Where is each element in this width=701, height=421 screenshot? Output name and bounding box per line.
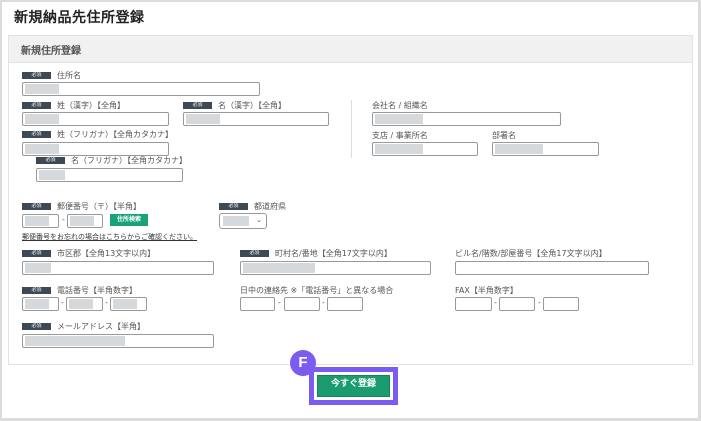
separator: - [278,298,281,307]
last-name-kanji-label: 必須姓（漢字）【全角】 [22,101,125,111]
fax-label: FAX【半角数字】 [455,286,518,295]
postal-code-input-2[interactable] [67,214,103,228]
phone-input-1[interactable] [22,297,59,311]
phone-label: 必須電話番号【半角数字】 [22,286,137,296]
first-name-kanji-input[interactable] [183,112,329,126]
city-input[interactable] [22,261,214,275]
required-tag: 必須 [183,102,212,109]
department-label: 部署名 [492,131,516,140]
register-now-button[interactable]: 今すぐ登録 [317,375,390,397]
postal-forgot-link[interactable]: 郵便番号をお忘れの場合はこちらからご確認ください。 [22,233,197,241]
required-tag: 必須 [36,157,65,164]
department-input[interactable] [492,142,599,156]
daytime-contact-input-3[interactable] [327,297,363,311]
postal-code-input-1[interactable] [22,214,59,228]
email-label: 必須メールアドレス【半角】 [22,322,145,332]
annotation-badge: F [290,350,316,376]
branch-input[interactable] [372,142,478,156]
address-search-button[interactable]: 住所検索 [110,214,148,226]
address-name-label: 必須住所名 [22,71,81,81]
daytime-contact-input-1[interactable] [240,297,275,311]
prefecture-select[interactable]: ⌄ [219,213,267,229]
city-label: 必須市区郡【全角13文字以内】 [22,249,155,259]
required-tag: 必須 [22,323,51,330]
phone-input-2[interactable] [66,297,103,311]
required-tag: 必須 [22,203,51,210]
email-input[interactable] [22,334,214,348]
branch-label: 支店 / 事業所名 [372,131,428,140]
required-tag: 必須 [22,287,51,294]
company-input[interactable] [372,112,561,126]
building-label: ビル名/階数/部屋番号【全角17文字以内】 [455,249,607,258]
company-label: 会社名 / 組織名 [372,101,428,110]
last-name-kana-input[interactable] [22,142,169,156]
first-name-kanji-label: 必須名（漢字）【全角】 [183,101,286,111]
required-tag: 必須 [219,203,248,210]
town-input[interactable] [240,261,431,275]
submit-highlight: 今すぐ登録 [309,367,398,405]
separator: - [105,298,108,307]
separator: - [62,215,65,224]
panel-title: 新規住所登録 [9,36,692,63]
daytime-contact-input-2[interactable] [284,297,320,311]
fax-input-1[interactable] [455,297,492,311]
building-input[interactable] [455,261,649,275]
separator: - [538,298,541,307]
prefecture-label: 必須都道府県 [219,202,286,212]
fax-input-3[interactable] [543,297,579,311]
separator: - [494,298,497,307]
required-tag: 必須 [22,131,51,138]
column-divider [351,100,352,158]
chevron-down-icon: ⌄ [256,216,262,224]
town-label: 必須町村名/番地【全角17文字以内】 [240,249,392,259]
separator: - [61,298,64,307]
last-name-kana-label: 必須姓（フリガナ）【全角カタカナ】 [22,130,173,140]
required-tag: 必須 [22,72,51,79]
separator: - [322,298,325,307]
first-name-kana-input[interactable] [36,168,183,182]
phone-input-3[interactable] [110,297,147,311]
last-name-kanji-input[interactable] [22,112,169,126]
fax-input-2[interactable] [499,297,535,311]
daytime-contact-label: 日中の連絡先 ※「電話番号」と異なる場合 [240,286,394,295]
page-title: 新規納品先住所登録 [14,10,145,26]
postal-code-label: 必須郵便番号（〒）【半角】 [22,202,141,212]
required-tag: 必須 [240,250,269,257]
required-tag: 必須 [22,250,51,257]
address-name-input[interactable] [22,82,260,96]
required-tag: 必須 [22,102,51,109]
first-name-kana-label: 必須名（フリガナ）【全角カタカナ】 [36,156,187,166]
